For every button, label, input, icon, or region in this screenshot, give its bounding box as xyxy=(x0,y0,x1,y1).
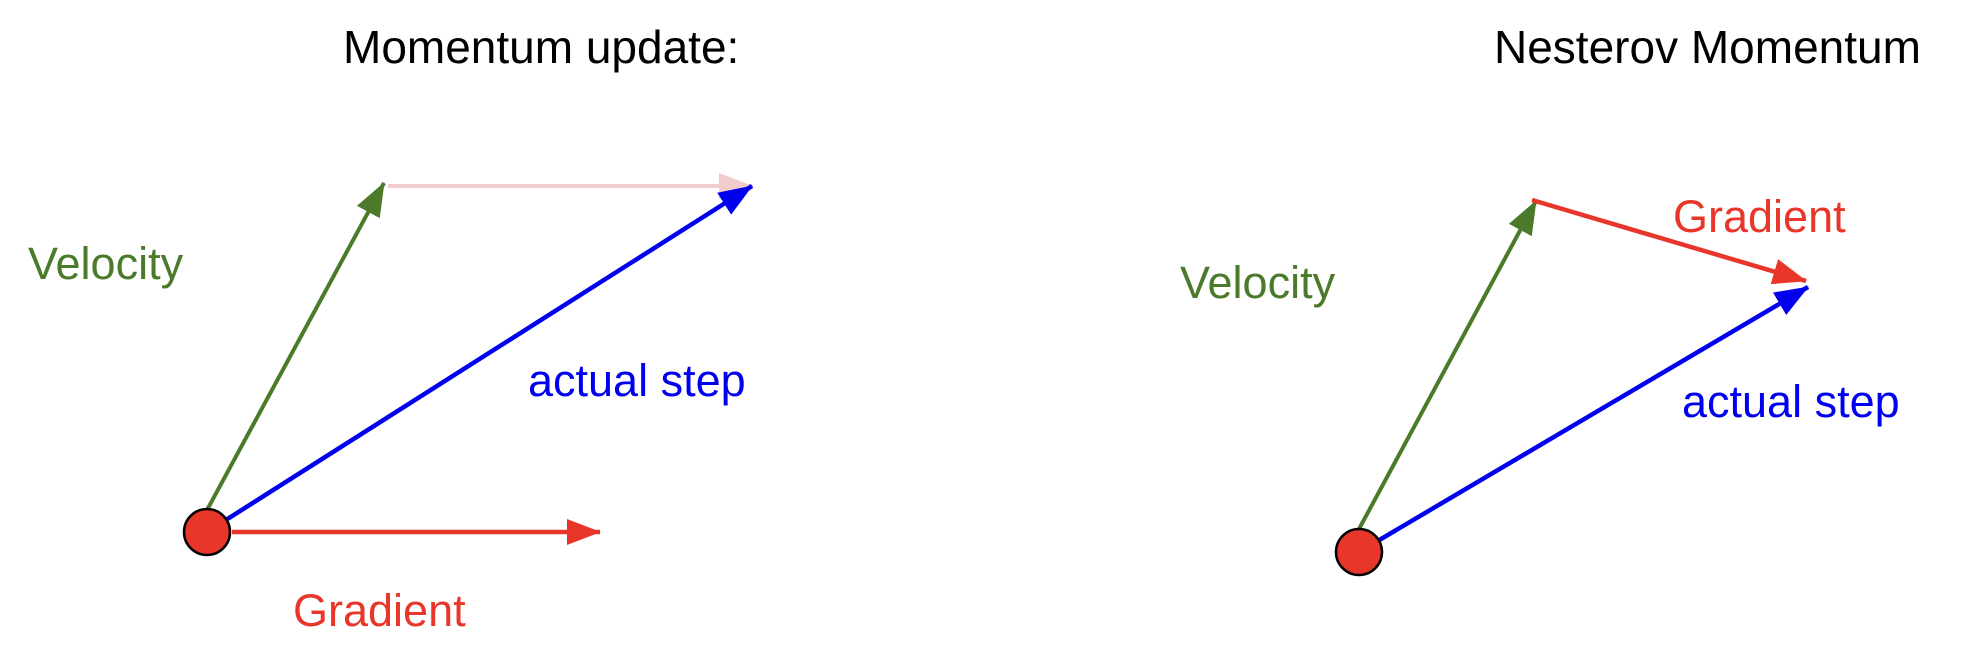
velocity-arrow xyxy=(205,182,386,511)
gradient-arrow xyxy=(1531,197,1807,285)
gradient-label: Gradient xyxy=(293,585,466,636)
actual-step-arrow xyxy=(205,184,754,534)
start-point xyxy=(1334,527,1384,577)
nesterov-momentum-panel: Nesterov Momentum Velocity Gradient actu… xyxy=(1180,21,1921,577)
actual-step-arrow xyxy=(1357,285,1810,554)
velocity-arrow xyxy=(1357,200,1538,530)
momentum-update-panel: Momentum update: Velocity actual step Gr… xyxy=(28,21,754,636)
actual-step-label: actual step xyxy=(528,355,746,406)
gradient-label: Gradient xyxy=(1673,191,1846,242)
velocity-label: Velocity xyxy=(28,238,184,289)
actual-step-label: actual step xyxy=(1682,376,1900,427)
start-point xyxy=(182,507,232,557)
velocity-label: Velocity xyxy=(1180,257,1336,308)
momentum-update-title: Momentum update: xyxy=(343,21,739,73)
nesterov-momentum-title: Nesterov Momentum xyxy=(1494,21,1921,73)
